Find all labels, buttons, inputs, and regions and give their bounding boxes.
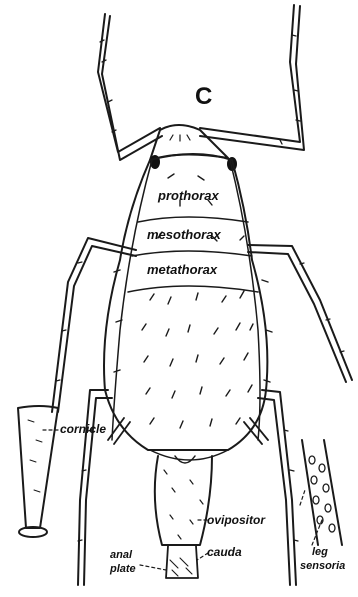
- left-front-leg: [52, 238, 136, 412]
- label-mesothorax: mesothorax: [147, 228, 221, 241]
- left-antenna: [98, 14, 162, 160]
- label-cornicle: cornicle: [60, 423, 106, 435]
- label-cauda: cauda: [207, 546, 242, 558]
- left-hind-leg: [78, 390, 112, 585]
- label-anal-plate-line2: plate: [110, 564, 136, 575]
- leg-sensoria-inset: [302, 440, 342, 545]
- right-hind-leg: [258, 390, 298, 585]
- label-prothorax: prothorax: [158, 189, 219, 202]
- label-leg-sensoria-line2: sensoria: [300, 561, 345, 572]
- cornicle-inset: [18, 406, 58, 537]
- panel-letter: C: [195, 85, 212, 109]
- body-cornicles: [108, 418, 268, 444]
- body-setae: [114, 174, 272, 428]
- label-leg-sensoria-line1: leg: [312, 547, 328, 558]
- ovipositor: [155, 456, 212, 545]
- cauda-anal-plate: [166, 546, 198, 578]
- label-ovipositor: ovipositor: [207, 514, 265, 526]
- label-anal-plate-line1: anal: [110, 550, 132, 561]
- label-metathorax: metathorax: [147, 263, 217, 276]
- right-antenna: [200, 5, 304, 150]
